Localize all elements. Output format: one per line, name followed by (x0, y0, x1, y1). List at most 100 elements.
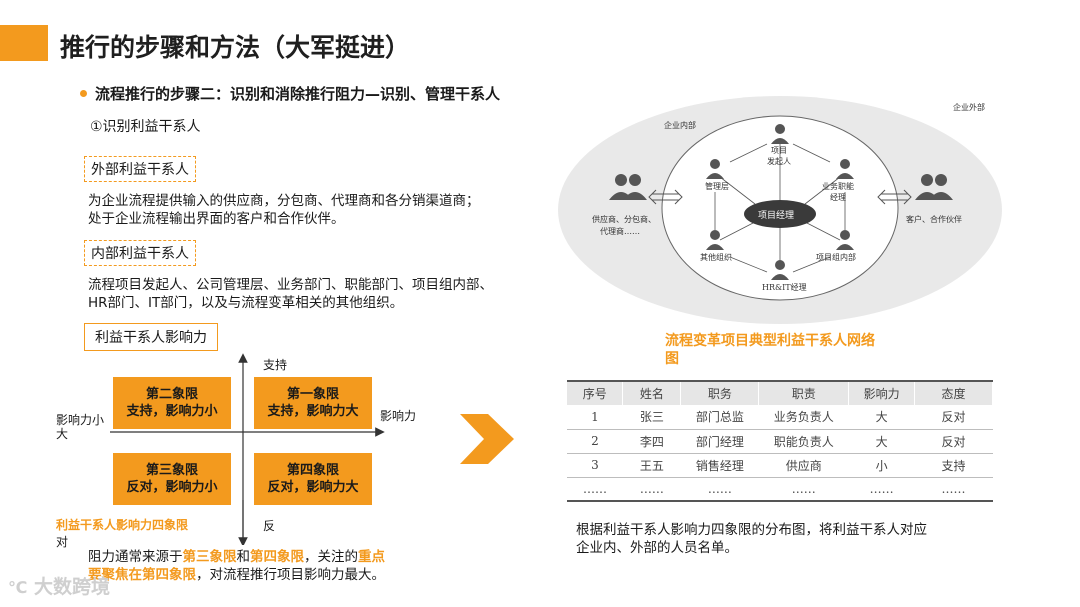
note-highlight-1: 重点 (358, 549, 385, 565)
table-cell: 销售经理 (680, 453, 759, 478)
table-cell: 1 (567, 405, 623, 430)
node-center: 项目经理 (758, 211, 795, 221)
title-accent-bar (0, 25, 48, 61)
quadrant-4: 第四象限 反对，影响力大 (254, 453, 372, 505)
table-note-1: 根据利益干系人影响力四象限的分布图，将利益干系人对应 (576, 522, 927, 538)
note-text-4: ，对流程推行项目影响力最大。 (196, 567, 385, 583)
quadrant-2-desc: 支持，影响力小 (126, 404, 218, 419)
node-hrit: HR&IT经理 (762, 283, 807, 292)
bullet-dot (80, 90, 87, 97)
table-cell: …… (567, 477, 623, 502)
table-cell: 大 (848, 429, 915, 454)
table-header: 职务 (680, 381, 760, 405)
person-icon-team (836, 230, 854, 250)
axis-bottom-label: 反 (263, 519, 276, 533)
transition-arrow-icon (460, 414, 514, 464)
note-text-3: ，关注的 (304, 549, 358, 565)
quadrant-4-name: 第四象限 (286, 463, 339, 478)
table-cell: 职能负责人 (758, 429, 849, 454)
table-row: 2 李四 部门经理 职能负责人 大 反对 (567, 429, 993, 454)
center-node (744, 200, 816, 228)
watermark-logo: ℃ 大数跨境 (8, 572, 110, 599)
quadrant-axes (110, 353, 385, 545)
quadrant-4-desc: 反对，影响力大 (267, 480, 359, 495)
resistance-note-line-1: 阻力通常来源于第三象限和第四象限，关注的重点 (88, 548, 385, 566)
table-row: 1 张三 部门总监 业务负责人 大 反对 (567, 405, 993, 430)
table-cell: 部门总监 (680, 405, 759, 430)
quadrant-3-desc: 反对，影响力小 (126, 480, 218, 495)
resistance-note-line-2: 要聚焦在第四象限，对流程推行项目影响力最大。 (88, 566, 385, 584)
axis-left-label-2: 大 (56, 427, 69, 441)
node-team: 项目组内部 (816, 253, 856, 262)
note-q3: 第三象限 (182, 549, 237, 565)
group-icon-external-right (915, 174, 953, 200)
table-cell: …… (758, 477, 849, 502)
note-text-2: 和 (236, 549, 251, 565)
table-header: 序号 (567, 381, 624, 405)
note-q4: 第四象限 (250, 549, 304, 565)
table-cell: …… (914, 477, 993, 502)
quadrant-caption-2: 对 (56, 535, 69, 549)
table-cell: 李四 (622, 429, 681, 454)
axis-left-label-1: 影响力小 (56, 413, 105, 427)
person-icon-business (836, 159, 854, 179)
external-text-2: 处于企业流程输出界面的客户和合作伙伴。 (88, 211, 345, 227)
table-cell: 2 (567, 429, 623, 454)
watermark-text: 大数跨境 (34, 576, 111, 598)
table-header-row: 序号 姓名 职务 职责 影响力 态度 (567, 381, 993, 405)
node-business-2: 经理 (830, 193, 846, 202)
table-cell: 张三 (622, 405, 681, 430)
node-management: 管理层 (705, 182, 729, 191)
network-caption-2: 图 (665, 351, 679, 367)
table-cell: 王五 (622, 453, 681, 478)
node-sponsor-2: 发起人 (767, 157, 791, 166)
table-cell: …… (622, 477, 681, 502)
network-outer-label: 企业外部 (953, 103, 985, 112)
quadrant-3-name: 第三象限 (145, 463, 198, 478)
external-text-1: 为企业流程提供输入的供应商，分包商、代理商和各分销渠道商； (88, 193, 480, 209)
node-other: 其他组织 (700, 253, 732, 262)
person-icon-other (706, 230, 724, 250)
table-header: 姓名 (622, 381, 682, 405)
quadrant-3: 第三象限 反对，影响力小 (113, 453, 231, 505)
quadrant-1: 第一象限 支持，影响力大 (254, 377, 372, 429)
influence-label: 利益干系人影响力 (84, 323, 218, 351)
person-icon-sponsor (771, 124, 789, 144)
quadrant-caption-1: 利益干系人影响力四象限 (56, 518, 189, 532)
step-label: ①识别利益干系人 (90, 119, 201, 135)
quadrant-1-desc: 支持，影响力大 (267, 404, 359, 419)
table-cell: 支持 (914, 453, 993, 478)
table-cell: 供应商 (758, 453, 849, 478)
table-header: 态度 (914, 381, 993, 405)
internal-label: 内部利益干系人 (84, 240, 196, 266)
section-bullet: 流程推行的步骤二：识别和消除推行阻力—识别、管理干系人 (95, 85, 501, 103)
table-cell: 小 (848, 453, 915, 478)
external-label: 外部利益干系人 (84, 156, 196, 182)
person-icon-management (706, 159, 724, 179)
note-highlight-2: 要聚焦在第四象限 (88, 567, 196, 583)
double-arrow-icons (648, 189, 912, 205)
internal-text-2: HR部门、IT部门，以及与流程变革相关的其他组织。 (88, 295, 404, 311)
table-cell: …… (848, 477, 915, 502)
quadrant-2-name: 第二象限 (145, 387, 198, 402)
table-cell: 3 (567, 453, 623, 478)
axis-right-label: 影响力 (380, 409, 417, 423)
table-note-2: 企业内、外部的人员名单。 (576, 540, 738, 556)
table-row: …… …… …… …… …… …… (567, 477, 993, 502)
table-cell: 业务负责人 (758, 405, 849, 430)
network-right: 客户、合作伙伴 (906, 215, 962, 224)
network-caption-1: 流程变革项目典型利益干系人网络 (665, 333, 875, 349)
table-row: 3 王五 销售经理 供应商 小 支持 (567, 453, 993, 478)
table-cell: 反对 (914, 405, 993, 430)
table-cell: 大 (848, 405, 915, 430)
stakeholder-table: 序号 姓名 职务 职责 影响力 态度 1 张三 部门总监 业务负责人 大 反对 … (567, 380, 993, 502)
watermark-icon: ℃ (8, 578, 28, 597)
network-inner-label: 企业内部 (664, 121, 696, 130)
node-sponsor-1: 项目 (771, 146, 787, 155)
stakeholder-network-diagram (558, 96, 1002, 324)
group-icon-external-left (609, 174, 647, 200)
table-cell: 部门经理 (680, 429, 759, 454)
network-left-1: 供应商、分包商、 (592, 215, 656, 224)
table-cell: 反对 (914, 429, 993, 454)
page-title: 推行的步骤和方法（大军挺进） (60, 33, 411, 62)
